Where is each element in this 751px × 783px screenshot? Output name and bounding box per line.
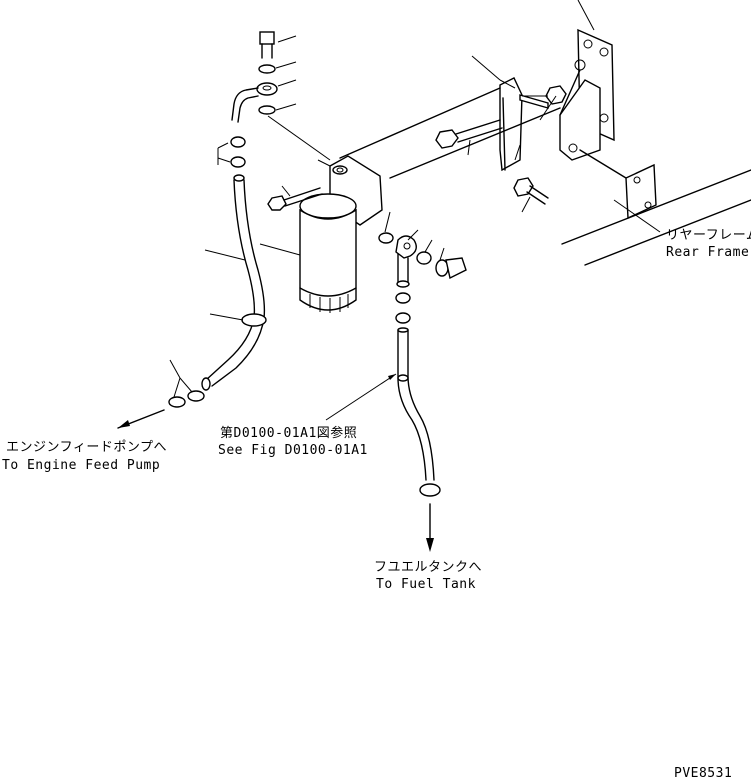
upper-hardware-stack xyxy=(231,31,331,161)
engine-feed-hose xyxy=(117,174,267,429)
upper-hose-clamps xyxy=(217,136,246,168)
fuel-tank-label-jp: フユエルタンクへ xyxy=(374,560,483,575)
banjo-bolt xyxy=(435,247,467,280)
frame-bolt xyxy=(513,177,549,213)
bracket-bolt xyxy=(435,119,503,156)
engine-pump-label-jp: エンジンフィードポンプへ xyxy=(6,440,167,455)
fuel-tank-label-en: To Fuel Tank xyxy=(376,577,476,592)
drawing-code: PVE8531 xyxy=(674,766,733,781)
rear-frame xyxy=(339,0,751,266)
engine-pump-label-en: To Engine Feed Pump xyxy=(2,458,161,473)
fuel-tank-hose xyxy=(325,327,441,552)
rear-frame-label-jp: リヤーフレーム xyxy=(666,228,751,243)
see-fig-label-en: See Fig D0100-01A1 xyxy=(218,443,368,458)
rear-frame-label-en: Rear Frame xyxy=(666,245,750,260)
outlet-fitting-stack xyxy=(378,211,467,324)
fuel-filter xyxy=(259,155,383,313)
see-fig-label-jp: 第D0100-01A1図参照 xyxy=(220,426,358,441)
